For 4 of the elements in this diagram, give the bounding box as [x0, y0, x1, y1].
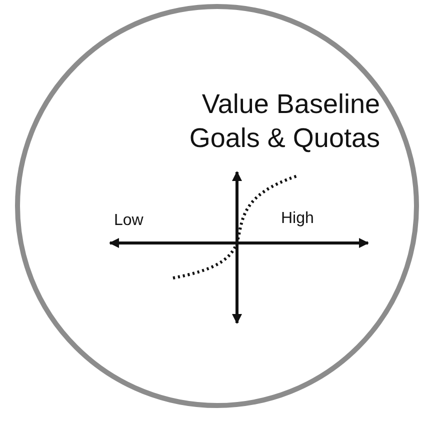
axis-label: Low — [114, 212, 144, 230]
circle-frame — [15, 4, 419, 408]
axis-label: High — [281, 210, 314, 228]
heading: Value Baseline Goals & Quotas — [188, 88, 380, 155]
